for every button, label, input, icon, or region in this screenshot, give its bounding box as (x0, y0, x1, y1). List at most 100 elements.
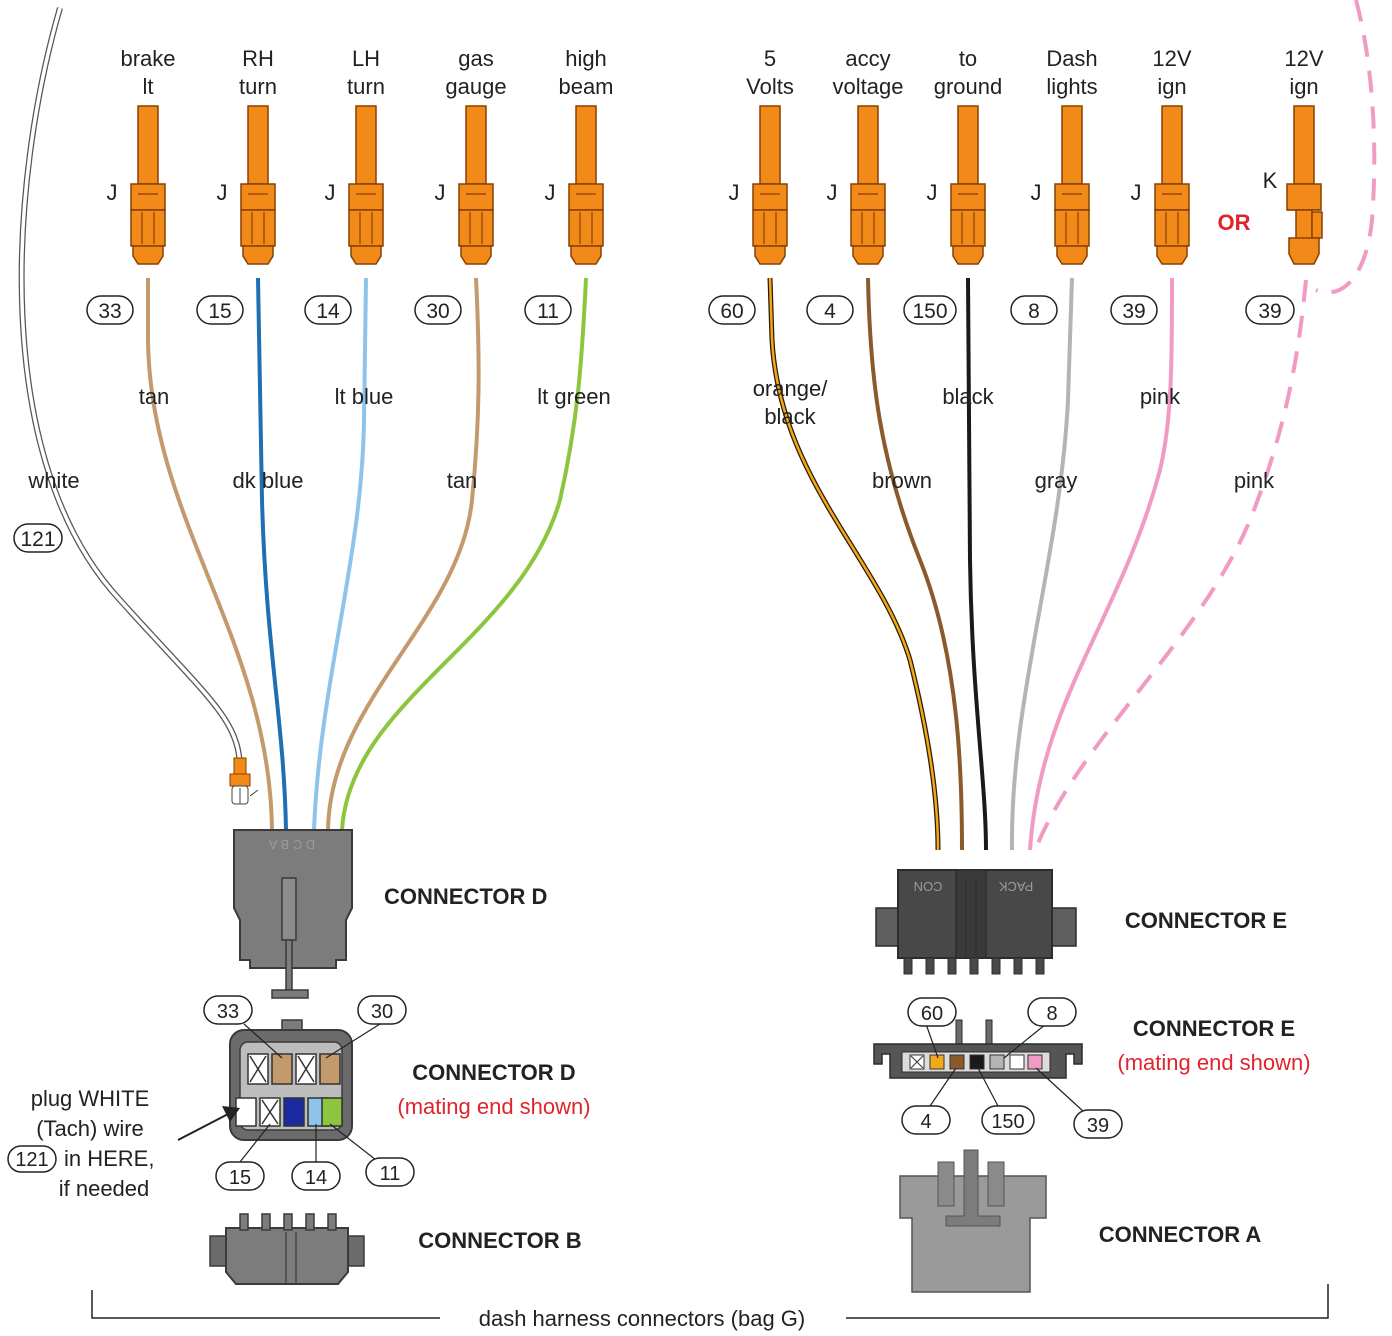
svg-text:11: 11 (380, 1163, 401, 1185)
terminal-label-line1: RH (242, 46, 274, 71)
tach-note-line2: (Tach) wire (36, 1116, 144, 1141)
white-wire-color-label: white (27, 468, 79, 493)
tach-note-number-121: 121 (7, 1145, 57, 1173)
terminal-pin-letter: J (1031, 180, 1042, 205)
terminal-label-line2: gauge (445, 74, 506, 99)
terminal-label-line2: turn (347, 74, 385, 99)
wire-color-label: gray (1035, 468, 1078, 493)
wire-color-label-line1: orange/ (753, 376, 829, 401)
connector-d-mating-subtitle: (mating end shown) (397, 1094, 590, 1119)
tach-note-arrow (177, 1106, 240, 1141)
wire-number: 11 (524, 295, 572, 325)
mating-e-number-4: 4 (901, 1105, 951, 1135)
connector-d-mating-end (229, 1019, 353, 1141)
connector-a: A B C D E F (899, 1149, 1047, 1293)
right-wires (767, 277, 1174, 851)
terminal (752, 105, 788, 265)
terminal-label-line1: to (959, 46, 977, 71)
connector-e: CON PACK (875, 869, 1077, 975)
connector-b (209, 1213, 365, 1285)
terminal (348, 105, 384, 265)
tach-note-line1: plug WHITE (31, 1086, 150, 1111)
svg-text:121: 121 (20, 528, 55, 551)
wire-color-label: dk blue (233, 468, 304, 493)
alt-terminal-pin: K (1263, 168, 1278, 193)
wire-number: 30 (414, 295, 462, 325)
mating-e-number-8: 8 (1027, 997, 1077, 1027)
alt-wire-number-39: 39 (1245, 295, 1295, 325)
svg-text:14: 14 (305, 1167, 327, 1189)
wire-number: 15 (196, 295, 244, 325)
mating-d-number-15: 15 (215, 1161, 265, 1191)
terminal (568, 105, 604, 265)
terminal-label-line1: 5 (764, 46, 776, 71)
connector-a-letters: A B C D E F (921, 1271, 1018, 1287)
terminal-pin-letter: J (107, 180, 118, 205)
footer-bracket-label: dash harness connectors (bag G) (479, 1306, 806, 1331)
mating-d-number-33: 33 (203, 995, 253, 1025)
svg-text:33: 33 (98, 300, 121, 323)
svg-text:33: 33 (217, 1001, 239, 1023)
svg-text:60: 60 (921, 1003, 943, 1025)
wire-color-label: tan (447, 468, 478, 493)
tach-note-line4: if needed (59, 1176, 150, 1201)
terminal-label-line2: lt (143, 74, 154, 99)
svg-text:39: 39 (1087, 1115, 1109, 1137)
wire-number: 60 (708, 295, 756, 325)
terminal-label-line2: turn (239, 74, 277, 99)
wire-number-121: 121 (13, 523, 63, 553)
terminal-label-line2: ground (934, 74, 1003, 99)
connector-d-title: CONNECTOR D (384, 884, 547, 909)
wire-number: 150 (903, 295, 957, 325)
connector-b-title: CONNECTOR B (418, 1228, 581, 1253)
alt-terminal-k (1286, 105, 1323, 265)
connector-a-title: CONNECTOR A (1099, 1222, 1262, 1247)
tach-wire-terminal (229, 757, 259, 805)
alt-pink-wire (1034, 0, 1377, 849)
white-tach-wire (18, 7, 243, 771)
wire-number: 4 (806, 295, 854, 325)
terminal-label-line2: Volts (746, 74, 794, 99)
svg-text:4: 4 (920, 1111, 931, 1133)
wire-number: 14 (304, 295, 352, 325)
svg-text:121: 121 (15, 1149, 48, 1171)
wire-color-label: brown (872, 468, 932, 493)
terminal (1054, 105, 1090, 265)
svg-text:30: 30 (371, 1001, 393, 1023)
mating-d-number-14: 14 (291, 1161, 341, 1191)
connector-d-letters: D C B A (269, 837, 316, 852)
terminal (850, 105, 886, 265)
svg-text:30: 30 (426, 300, 449, 323)
svg-text:14: 14 (316, 300, 340, 323)
terminal-label-line1: gas (458, 46, 493, 71)
connector-d: D C B A (233, 829, 353, 999)
terminal (1154, 105, 1190, 265)
connector-e-title: CONNECTOR E (1125, 908, 1287, 933)
wire-color-label: tan (139, 384, 170, 409)
terminal-pin-letter: J (217, 180, 228, 205)
wire-color-label: black (942, 384, 994, 409)
wire-color-label: pink (1140, 384, 1181, 409)
right-terminals: 5VoltsJ60accyvoltageJ4togroundJ150Dashli… (708, 46, 1192, 493)
alt-terminal-label-line2: ign (1289, 74, 1318, 99)
mating-d-callouts (239, 1023, 381, 1163)
mating-e-number-60: 60 (907, 997, 957, 1027)
svg-text:15: 15 (229, 1167, 251, 1189)
terminal-label-line1: LH (352, 46, 380, 71)
footer-bracket (91, 1284, 1329, 1319)
svg-text:39: 39 (1122, 300, 1145, 323)
mating-e-number-150: 150 (981, 1105, 1035, 1135)
terminal-label-line2: voltage (833, 74, 904, 99)
or-label: OR (1218, 210, 1251, 235)
svg-text:60: 60 (720, 300, 743, 323)
terminal-label-line2: lights (1046, 74, 1097, 99)
svg-text:8: 8 (1046, 1003, 1057, 1025)
svg-text:15: 15 (208, 300, 231, 323)
wire-color-label: lt blue (335, 384, 394, 409)
terminal (950, 105, 986, 265)
wire-number: 33 (86, 295, 134, 325)
connector-e-mating-title: CONNECTOR E (1133, 1016, 1295, 1041)
terminal-label-line1: accy (845, 46, 890, 71)
svg-text:11: 11 (537, 300, 559, 323)
